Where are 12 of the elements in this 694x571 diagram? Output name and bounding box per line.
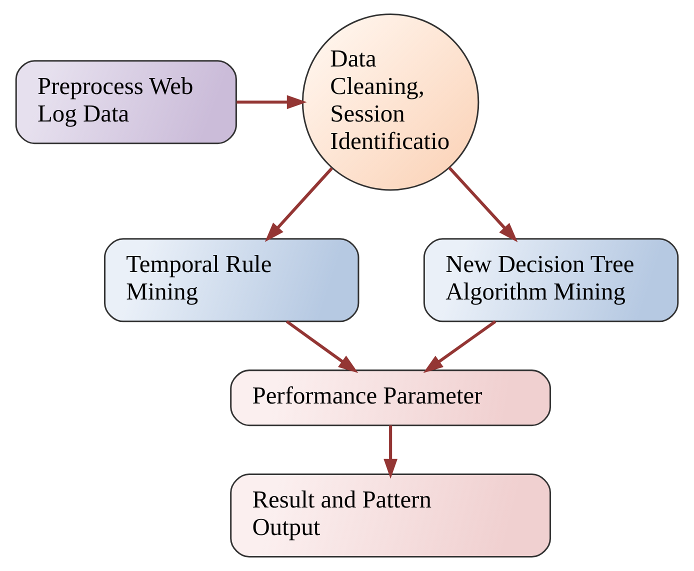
node-box: Preprocess Web Log Data (15, 60, 237, 144)
node-box: Performance Parameter (230, 370, 552, 426)
node-box: Temporal Rule Mining (104, 238, 360, 322)
arrow (423, 320, 496, 373)
node-box: Result and Pattern Output (230, 473, 552, 558)
arrow (264, 167, 333, 242)
node-circle: Data Cleaning, Session Identificatio (302, 13, 480, 191)
arrow (286, 320, 358, 373)
arrow (448, 166, 518, 242)
arrow (236, 95, 307, 110)
arrow (384, 425, 398, 479)
node-box: New Decision Tree Algorithm Mining (423, 238, 679, 322)
